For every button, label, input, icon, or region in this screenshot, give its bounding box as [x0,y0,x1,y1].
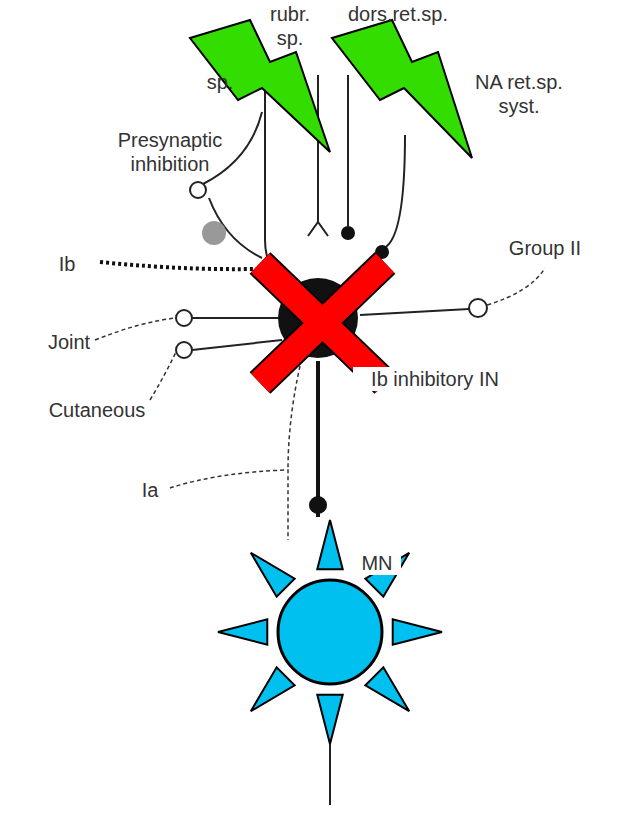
sun-ray [251,667,295,711]
pathway-label: Presynaptic inhibition [105,128,235,176]
pathway-label: Group II [498,236,592,260]
interneuron-node: Ib inhibitory IN [275,275,361,361]
axon-line [360,309,469,315]
axon-path [316,361,320,517]
sun-ray [317,695,342,744]
tract-line [384,135,405,248]
terminal-circle [469,299,487,317]
sun-ray [251,553,295,597]
pathway-label: sp. [198,70,242,94]
joint-afferent [95,318,176,340]
cross-mark-outline [260,263,385,383]
lightning-bolt [332,20,472,158]
presynaptic-terminal [190,182,206,198]
group-ii-afferent [487,268,545,305]
synapse-dot [341,226,355,240]
sun-ray [365,667,409,711]
terminal-circle [176,342,192,358]
tract-line [317,75,319,222]
terminal-circle [176,310,192,326]
pathway-label: Ib [46,252,88,276]
sun-ray [317,520,342,569]
ia-afferent [170,470,288,540]
pathway-label: dors.ret.sp. [336,2,460,26]
cross-mark [260,263,385,383]
pathway-label: Ia [133,478,167,502]
node-label: Ib inhibitory IN [353,367,517,391]
axon-line [192,340,282,350]
cross-mark-outline [260,263,385,383]
pathway-label: Cutaneous [42,398,152,422]
inhibitory-terminal [309,496,327,514]
tract-line [347,75,349,226]
cutaneous-afferent [150,352,176,400]
sun-disc [278,580,382,684]
cross-mark [260,263,385,383]
inhibitory-connection [309,361,327,517]
motoneuron-node: MN [215,517,445,747]
ia-branch [288,366,300,470]
pathway-label: NA ret.sp. syst. [452,70,586,118]
motor-axon [329,740,331,805]
excitatory-ending [308,222,328,236]
axon-line [192,317,280,319]
sun-ray [218,619,267,644]
pathway-label: Joint [38,330,100,354]
node-shape [275,275,361,361]
node-label: MN [353,551,401,575]
presynaptic-interneuron [202,221,226,245]
pathway-label: rubr. sp. [258,2,322,50]
sun-ray [393,619,442,644]
node-shape [215,517,445,747]
lightning-bolts [190,20,472,158]
